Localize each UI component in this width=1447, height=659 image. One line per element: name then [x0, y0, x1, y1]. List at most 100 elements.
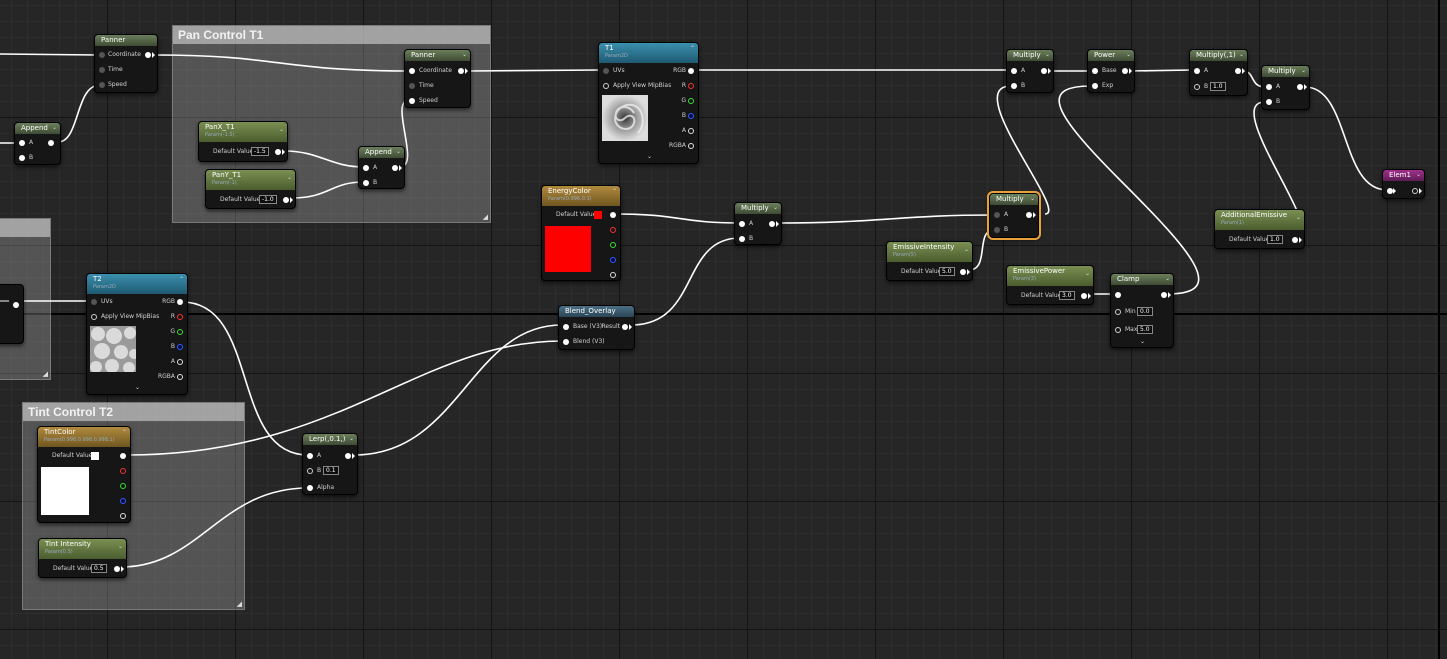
- output-pin-b[interactable]: [610, 257, 616, 263]
- node-multiply-1[interactable]: Multiply ⌄ A B: [734, 202, 782, 245]
- output-pin[interactable]: [48, 140, 54, 146]
- chevron-up-icon[interactable]: ⌃: [121, 429, 127, 436]
- output-pin-b[interactable]: [688, 113, 694, 119]
- output-pin-g[interactable]: [177, 329, 183, 335]
- input-pin-mipbias[interactable]: [91, 314, 97, 320]
- input-pin-a[interactable]: [363, 165, 369, 171]
- default-value-field[interactable]: -1.0: [259, 195, 277, 204]
- chevron-down-icon[interactable]: ⌄: [1164, 275, 1170, 282]
- input-pin-speed[interactable]: [409, 98, 415, 104]
- output-pin[interactable]: [114, 566, 120, 572]
- output-pin-rgb[interactable]: [610, 212, 616, 218]
- chevron-down-icon[interactable]: ⌄: [1140, 338, 1146, 345]
- input-pin-time[interactable]: [409, 83, 415, 89]
- b-value-field[interactable]: 0.1: [323, 466, 339, 475]
- output-pin-b[interactable]: [177, 344, 183, 350]
- node-lerp[interactable]: Lerp(,0.1,) ⌄ A B 0.1 Alpha: [302, 433, 358, 495]
- input-pin-exp[interactable]: [1092, 83, 1098, 89]
- node-multiply-4[interactable]: Multiply(,1) ⌄ A B 1.0: [1189, 49, 1248, 96]
- chevron-down-icon[interactable]: ⌄: [135, 384, 141, 391]
- output-pin-g[interactable]: [120, 483, 126, 489]
- node-panner-2[interactable]: Panner ⌄ Coordinate Time Speed: [404, 49, 471, 108]
- input-pin-base[interactable]: [563, 324, 569, 330]
- output-pin[interactable]: [769, 221, 775, 227]
- node-append-2[interactable]: Append ⌄ A B: [358, 146, 405, 189]
- output-pin-g[interactable]: [688, 98, 694, 104]
- node-elem1-output[interactable]: Elem1 ⌄: [1382, 169, 1425, 199]
- output-pin[interactable]: [1161, 292, 1167, 298]
- output-pin-rgb[interactable]: [120, 453, 126, 459]
- input-pin-b[interactable]: [19, 155, 25, 161]
- node-panner-1[interactable]: Panner Coordinate Time Speed: [94, 34, 158, 93]
- input-pin-speed[interactable]: [99, 82, 105, 88]
- input-pin-base[interactable]: [1092, 68, 1098, 74]
- default-value-field[interactable]: -1.5: [251, 147, 269, 156]
- color-swatch[interactable]: [91, 452, 99, 460]
- input-pin-b[interactable]: [994, 227, 1000, 233]
- output-pin[interactable]: [275, 149, 281, 155]
- input-pin-alpha[interactable]: [307, 485, 313, 491]
- output-pin-a[interactable]: [177, 359, 183, 365]
- chevron-up-icon[interactable]: ⌃: [689, 45, 695, 52]
- input-pin-mipbias[interactable]: [603, 83, 609, 89]
- output-pin-rgba[interactable]: [177, 374, 183, 380]
- input-pin-min[interactable]: [1115, 309, 1121, 315]
- output-pin[interactable]: [1297, 84, 1303, 90]
- default-value-field[interactable]: 1.0: [1267, 235, 1283, 244]
- comment-title[interactable]: Tint Control T2: [23, 403, 244, 421]
- input-pin-b[interactable]: [1194, 84, 1200, 90]
- output-pin[interactable]: [283, 197, 289, 203]
- input-pin-value[interactable]: [1115, 292, 1121, 298]
- input-pin-a[interactable]: [19, 140, 25, 146]
- output-pin-r[interactable]: [610, 227, 616, 233]
- input-pin-b[interactable]: [363, 180, 369, 186]
- default-value-field[interactable]: 5.0: [939, 267, 955, 276]
- input-pin-a[interactable]: [739, 221, 745, 227]
- input-pin[interactable]: [1387, 188, 1393, 194]
- output-pin-a[interactable]: [610, 272, 616, 278]
- output-pin-rgb[interactable]: [688, 68, 694, 74]
- input-pin-coordinate[interactable]: [99, 52, 105, 58]
- output-pin[interactable]: [345, 453, 351, 459]
- input-pin-a[interactable]: [1194, 68, 1200, 74]
- node-offscreen[interactable]: [0, 284, 24, 344]
- output-pin-rgb[interactable]: [177, 299, 183, 305]
- chevron-down-icon[interactable]: ⌄: [1044, 51, 1050, 58]
- chevron-down-icon[interactable]: ⌄: [286, 174, 292, 181]
- input-pin-b[interactable]: [307, 468, 313, 474]
- input-pin-uvs[interactable]: [603, 68, 609, 74]
- node-append-1[interactable]: Append A B ⌄: [14, 122, 61, 165]
- node-clamp[interactable]: Clamp ⌄ Min 0.0 Max 5.0 ⌄: [1110, 273, 1174, 348]
- output-pin[interactable]: [1292, 237, 1298, 243]
- input-pin-max[interactable]: [1115, 327, 1121, 333]
- chevron-down-icon[interactable]: ⌄: [117, 543, 123, 550]
- chevron-down-icon[interactable]: ⌄: [395, 148, 401, 155]
- resize-grip-icon[interactable]: ◢: [42, 370, 48, 378]
- output-pin[interactable]: [145, 52, 151, 58]
- b-value-field[interactable]: 1.0: [1210, 82, 1226, 91]
- chevron-down-icon[interactable]: ⌄: [772, 204, 778, 211]
- output-pin[interactable]: [458, 68, 464, 74]
- default-value-field[interactable]: 0.5: [91, 564, 107, 573]
- node-power[interactable]: Power ⌄ Base Exp: [1087, 49, 1135, 93]
- chevron-down-icon[interactable]: ⌄: [1295, 214, 1301, 221]
- node-multiply-5[interactable]: Multiply ⌄ A B: [1261, 65, 1310, 110]
- input-pin-coordinate[interactable]: [409, 68, 415, 74]
- chevron-down-icon[interactable]: ⌄: [1084, 270, 1090, 277]
- output-pin[interactable]: [13, 302, 19, 308]
- resize-grip-icon[interactable]: ◢: [236, 600, 242, 608]
- input-pin-b[interactable]: [1266, 99, 1272, 105]
- chevron-down-icon[interactable]: ⌄: [1300, 67, 1306, 74]
- output-pin[interactable]: [1235, 68, 1241, 74]
- output-pin-rgba[interactable]: [688, 143, 694, 149]
- output-pin-r[interactable]: [120, 468, 126, 474]
- output-pin-r[interactable]: [177, 314, 183, 320]
